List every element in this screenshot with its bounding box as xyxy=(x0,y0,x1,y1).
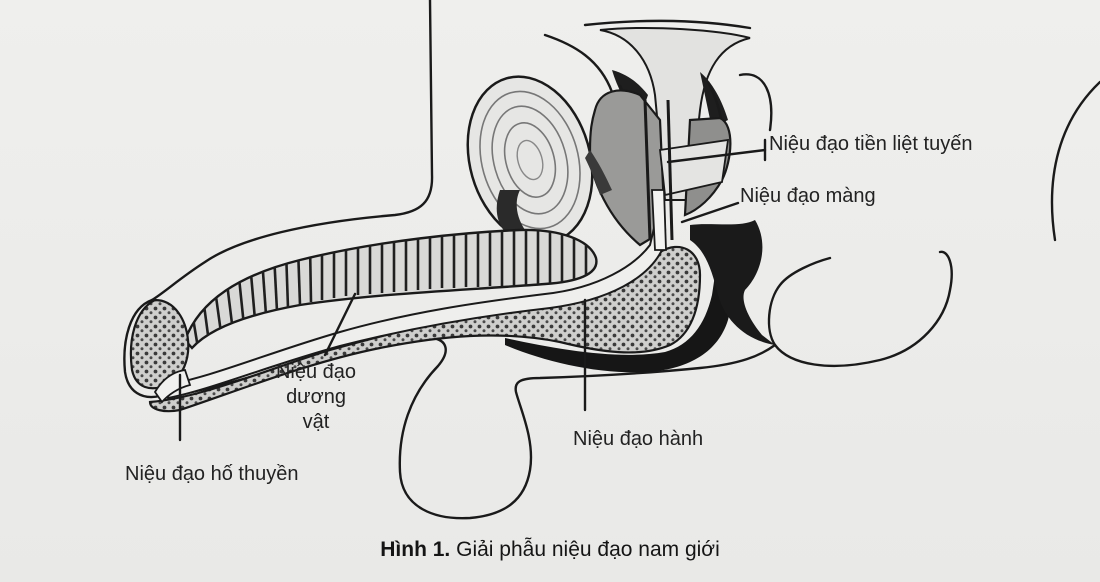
perineal-muscle xyxy=(690,220,775,345)
label-bulbous-urethra: Niệu đạo hành xyxy=(573,428,704,450)
label-navicular-fossa: Niệu đạo hố thuyền xyxy=(125,463,299,485)
glans-outline xyxy=(123,298,162,399)
prostate xyxy=(588,89,732,247)
pelvis-outline-3 xyxy=(738,73,773,132)
pelvis-outline xyxy=(543,33,614,94)
leader-prostatic xyxy=(666,148,767,164)
label-penile-line-3: vật xyxy=(302,411,330,433)
label-penile-line-2: dương xyxy=(286,386,346,408)
caption-text: Giải phẫu niệu đạo nam giới xyxy=(456,538,720,561)
urethra-anatomy-diagram xyxy=(123,0,1100,520)
label-penile-line-1: Niệu đạo xyxy=(275,361,357,383)
label-penile-urethra: Niệu đạo dương vật xyxy=(258,360,374,435)
leader-lines xyxy=(178,138,767,442)
leader-penile xyxy=(323,292,357,357)
leader-membranous xyxy=(680,201,740,224)
label-prostatic-urethra: Niệu đạo tiền liệt tuyến xyxy=(769,133,973,155)
urethra-membranous-segment xyxy=(651,189,667,251)
label-membranous-urethra: Niệu đạo màng xyxy=(740,185,876,207)
abdomen-outline xyxy=(150,0,434,302)
pelvis-outline-2 xyxy=(583,19,752,30)
thigh-outline-2 xyxy=(767,256,832,347)
caption-number: Hình 1. xyxy=(380,538,451,561)
thigh-outline xyxy=(773,250,953,368)
buttock-outline xyxy=(1050,80,1100,242)
figure-caption: Hình 1. Giải phẫu niệu đạo nam giới xyxy=(0,538,1100,562)
suspensory-ligament xyxy=(496,190,525,232)
navicular-fossa xyxy=(153,368,192,404)
